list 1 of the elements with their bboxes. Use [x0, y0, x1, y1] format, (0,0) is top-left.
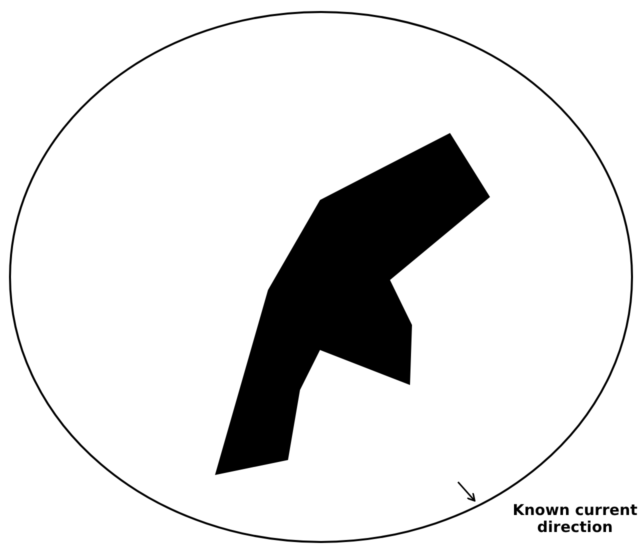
direction-label: Known current direction	[512, 502, 638, 536]
